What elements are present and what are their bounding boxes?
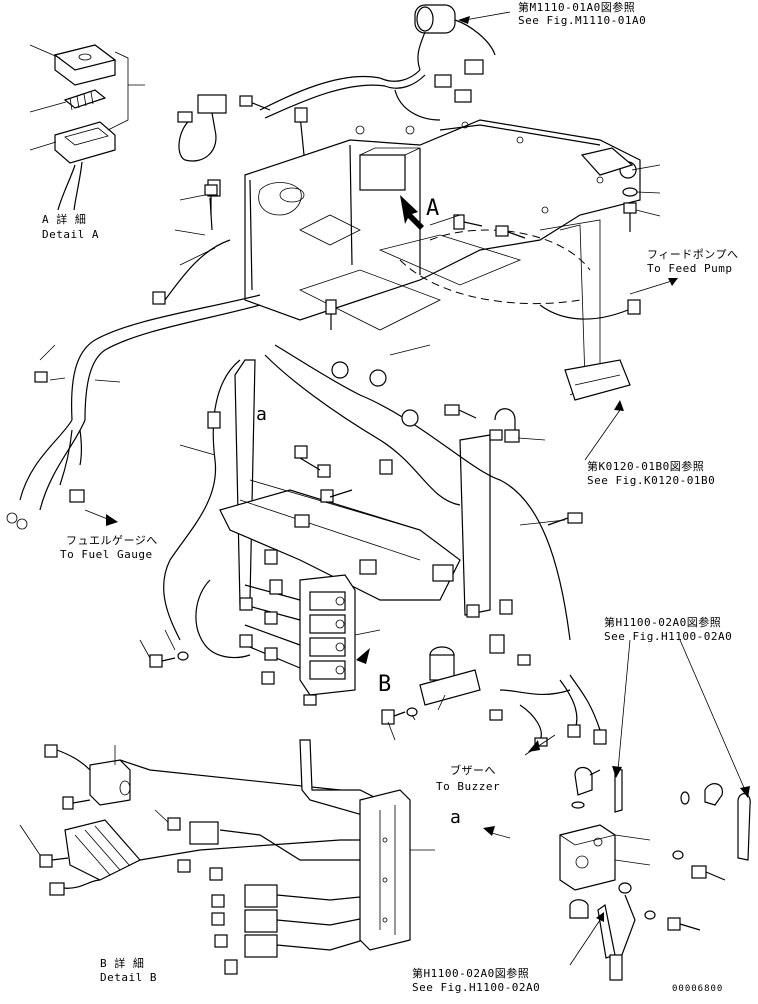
callout-a-upper: A [426, 196, 440, 221]
detail-a-en: Detail A [42, 228, 99, 241]
detail-b-assembly [19, 739, 435, 975]
drawing-number: 00006800 [672, 984, 724, 994]
callout-b-upper: B [378, 672, 392, 697]
ref-h1100-top-en: See Fig.H1100-02A0 [604, 630, 733, 643]
ref-k0120-jp: 第K0120-01B0図参照 [587, 460, 705, 473]
detail-a-jp: A 詳 細 [42, 213, 87, 226]
ref-k0120-en: See Fig.K0120-01B0 [587, 474, 716, 487]
main-frame [244, 119, 641, 401]
relay-block [195, 549, 381, 706]
detail-a-assembly [29, 44, 145, 211]
key-switch-harness [259, 4, 511, 121]
to-feed-pump-jp: フィードポンプへ [647, 248, 739, 261]
valve-block-assembly [559, 766, 751, 981]
buzzer-part [381, 646, 607, 747]
to-buzzer-jp: ブザーへ [450, 764, 496, 777]
to-fuel-gauge-jp: フュエルゲージへ [66, 534, 158, 547]
ref-m1110-en: See Fig.M1110-01A0 [518, 14, 647, 27]
detail-b-en: Detail B [100, 971, 157, 984]
left-harness [6, 239, 261, 641]
callout-a-lower-2: a [450, 807, 462, 828]
ref-h1100-bot-jp: 第H1100-02A0図参照 [412, 967, 530, 980]
ref-m1110-jp: 第M1110-01A0図参照 [518, 1, 636, 14]
ref-h1100-bot-en: See Fig.H1100-02A0 [412, 981, 541, 994]
frame-bolts [204, 147, 638, 330]
detail-b-jp: B 詳 細 [100, 957, 145, 970]
ref-h1100-top-jp: 第H1100-02A0図参照 [604, 616, 722, 629]
callout-a-lower-1: a [256, 404, 268, 425]
to-feed-pump-en: To Feed Pump [647, 262, 733, 275]
callout-arrows [400, 195, 424, 230]
to-buzzer-en: To Buzzer [436, 780, 501, 793]
leader-lines [84, 164, 750, 966]
relay-bolts [149, 651, 189, 668]
mid-structure [219, 299, 641, 666]
to-fuel-gauge-en: To Fuel Gauge [60, 548, 153, 561]
